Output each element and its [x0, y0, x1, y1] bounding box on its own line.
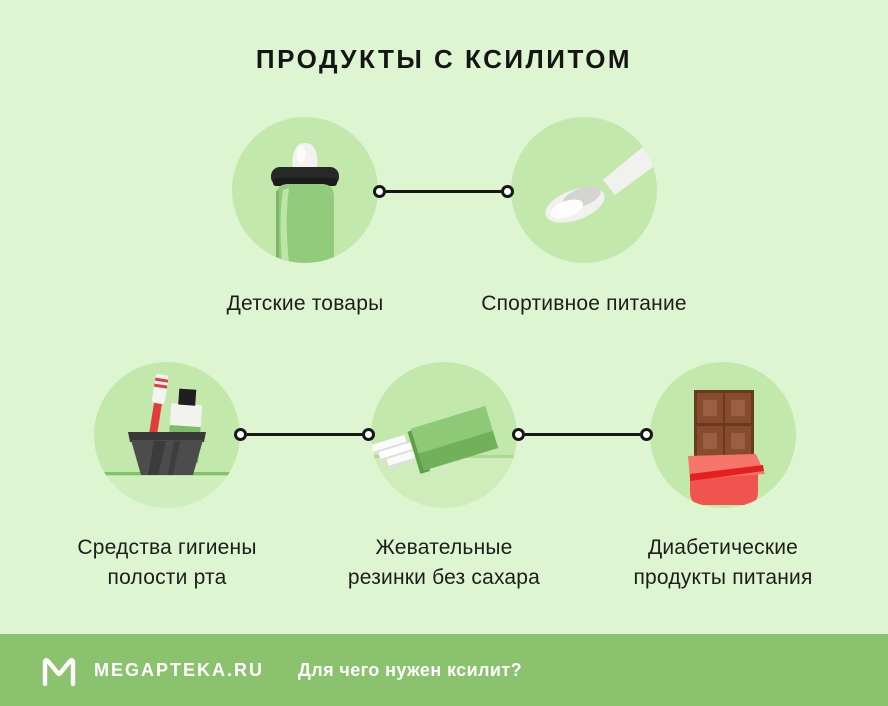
connector-ring-icon: [373, 184, 386, 198]
megapteka-m-logo-icon: [42, 658, 76, 687]
chewing-gum-icon: [371, 405, 517, 508]
connector-ring-icon: [501, 184, 514, 198]
connector-bottom-left: [234, 427, 375, 441]
connector-ring-icon: [362, 427, 375, 441]
label-sports-nutrition: Спортивное питание: [481, 292, 687, 315]
connector-ring-icon: [234, 427, 247, 441]
label-chewing-gum: Жевательные резинки без сахара: [347, 536, 541, 589]
footer-question: Для чего нужен ксилит?: [298, 659, 522, 680]
connector-ring-icon: [512, 427, 525, 441]
circle-diabetic-products: [650, 362, 796, 508]
connector-line: [247, 432, 362, 436]
circle-baby-products: [232, 117, 378, 263]
connector-top: [373, 184, 514, 198]
label-oral-hygiene: Средства гигиены полости рта: [77, 536, 257, 589]
circle-chewing-gum: [371, 362, 517, 508]
connector-ring-icon: [640, 427, 653, 441]
footer-brand: MEGAPTEKA.RU: [94, 659, 265, 680]
circle-oral-hygiene: [94, 362, 240, 508]
label-baby-products: Детские товары: [226, 292, 384, 315]
connector-bottom-right: [512, 427, 653, 441]
chocolate-bar-icon: [688, 390, 765, 505]
connector-line: [386, 189, 501, 193]
toothbrush-cup-icon: [94, 374, 240, 508]
page-title: ПРОДУКТЫ С КСИЛИТОМ: [255, 44, 633, 74]
connector-line: [525, 432, 640, 436]
spoon-powder-icon: [545, 135, 657, 223]
footer-bar: MEGAPTEKA.RU Для чего нужен ксилит?: [0, 634, 888, 706]
circle-sports-nutrition: [511, 117, 657, 263]
baby-bottle-icon: [271, 143, 339, 263]
label-diabetic-products: Диабетические продукты питания: [633, 536, 813, 589]
